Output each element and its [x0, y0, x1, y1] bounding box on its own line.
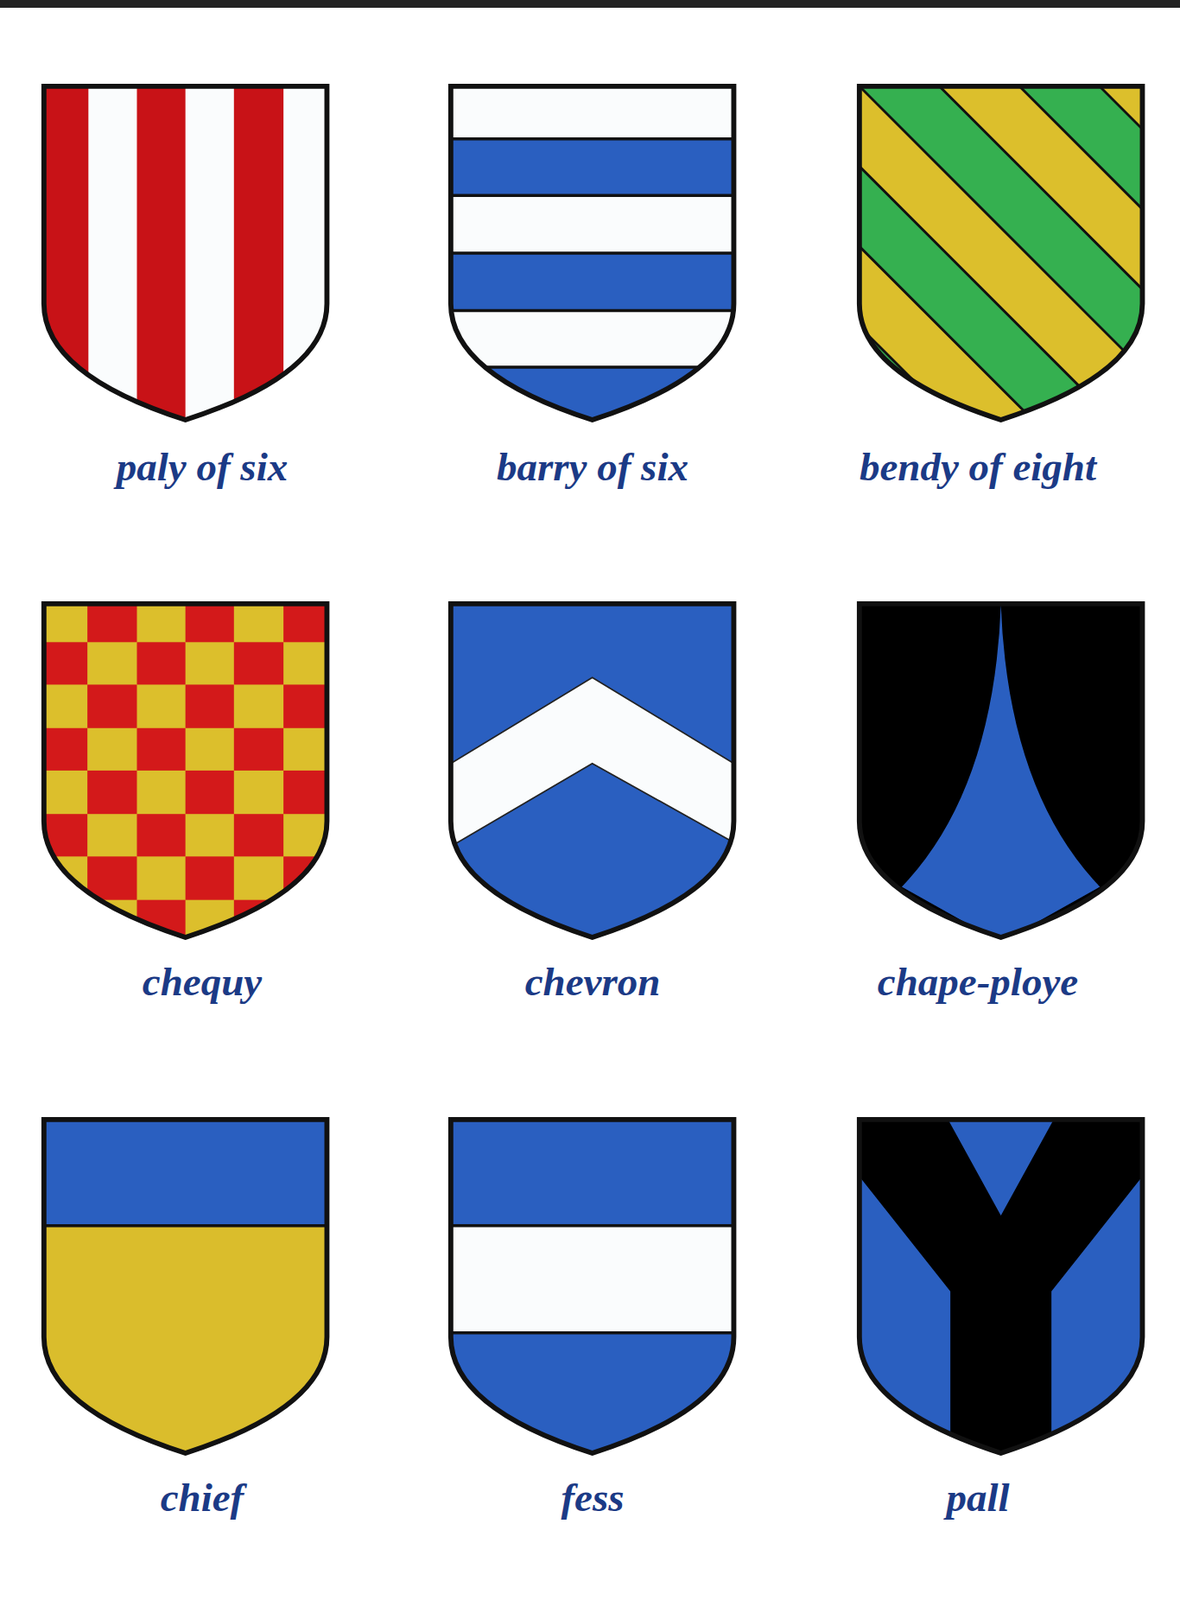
barry-shield [445, 81, 739, 428]
shield-caption: chape-ploye [779, 955, 1177, 1008]
chief-shield [38, 1114, 332, 1459]
shield-caption: paly of six [3, 440, 401, 493]
shield-caption: pall [779, 1471, 1177, 1523]
shield-caption: chequy [3, 955, 401, 1008]
chequy-shield [38, 598, 332, 943]
bendy-shield [662, 0, 1180, 630]
top-bar [0, 0, 1180, 8]
fess-shield [445, 1114, 739, 1459]
pall-shield [854, 1114, 1148, 1459]
shield-caption: fess [393, 1471, 792, 1523]
shield-caption: barry of six [393, 440, 792, 493]
paly-shield [38, 81, 332, 426]
chape-ploye-shield [854, 598, 1148, 943]
chevron-shield [445, 598, 739, 943]
shield-caption: chief [3, 1471, 401, 1523]
shield-caption: chevron [393, 955, 792, 1008]
shield-caption: bendy of eight [779, 440, 1177, 493]
